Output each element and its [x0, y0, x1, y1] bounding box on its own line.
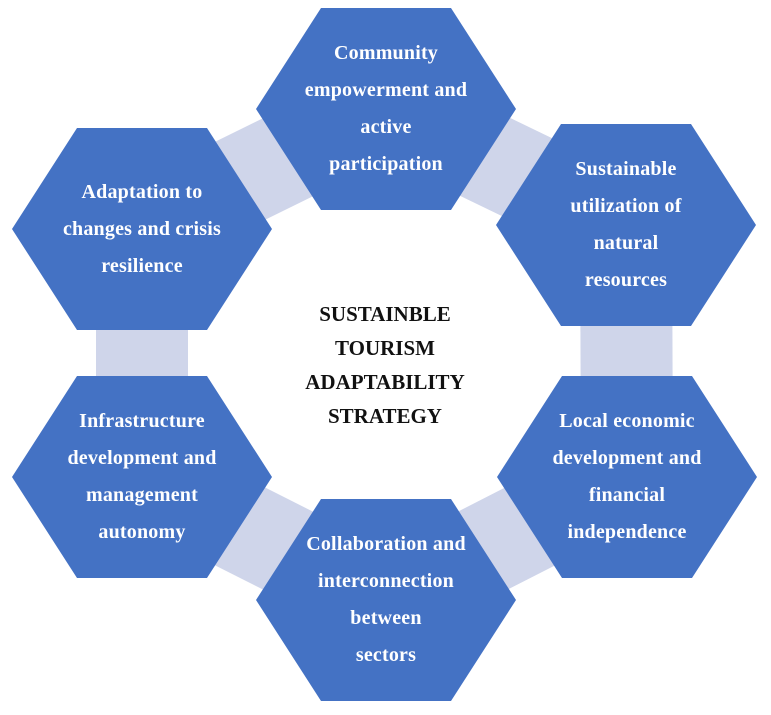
node-label-infrastructure-development: Infrastructure development and managemen…	[67, 410, 217, 543]
hexagon-sustainable-utilization	[496, 124, 756, 326]
hexagon-community-empowerment	[256, 8, 516, 210]
node-label-community-empowerment: Community empowerment and active partici…	[304, 42, 468, 175]
hexagon-local-economic-development	[497, 376, 757, 578]
node-label-local-economic-development: Local economic development and financial…	[552, 410, 702, 543]
node-label-collaboration: Collaboration and interconnection betwee…	[306, 533, 466, 666]
hexagon-infrastructure-development	[12, 376, 272, 578]
center-title: SUSTAINBLE TOURISM ADAPTABILITY STRATEGY	[305, 302, 465, 428]
node-label-sustainable-utilization: Sustainable utilization of natural resou…	[570, 158, 682, 291]
hexagon-collaboration	[256, 499, 516, 701]
node-label-adaptation-resilience: Adaptation to changes and crisis resilie…	[62, 180, 222, 277]
hexagon-layer	[12, 8, 757, 701]
hexagon-adaptation-resilience	[12, 128, 272, 330]
